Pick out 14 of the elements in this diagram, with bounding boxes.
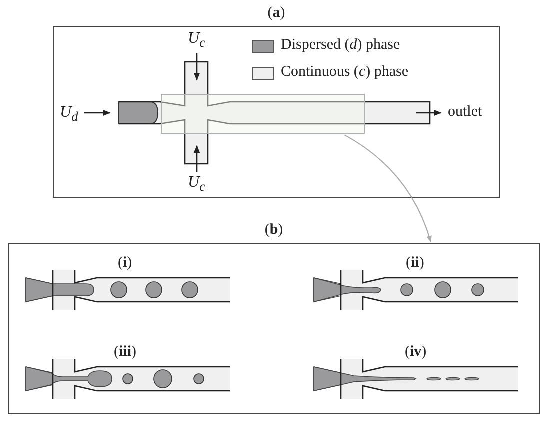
velocity-label: U$_{c}$ bbox=[188, 30, 206, 52]
subpanel-label: (i) bbox=[118, 255, 132, 272]
legend-text: Dispersed (d) phase bbox=[281, 37, 400, 54]
outlet-label: outlet bbox=[448, 104, 482, 121]
panel-heading: (a) bbox=[266, 5, 286, 22]
legend-text: Continuous (c) phase bbox=[281, 64, 409, 81]
subpanel-label: (iv) bbox=[405, 344, 427, 361]
subpanel-label: (ii) bbox=[406, 255, 424, 272]
zoom-region bbox=[161, 94, 365, 134]
arrow bbox=[344, 134, 432, 243]
subpanel-label: (iii) bbox=[114, 344, 137, 361]
velocity-label: U$_{c}$ bbox=[188, 174, 206, 196]
panel-heading: (b) bbox=[264, 222, 284, 239]
velocity-label: U$_{d}$ bbox=[60, 104, 78, 126]
